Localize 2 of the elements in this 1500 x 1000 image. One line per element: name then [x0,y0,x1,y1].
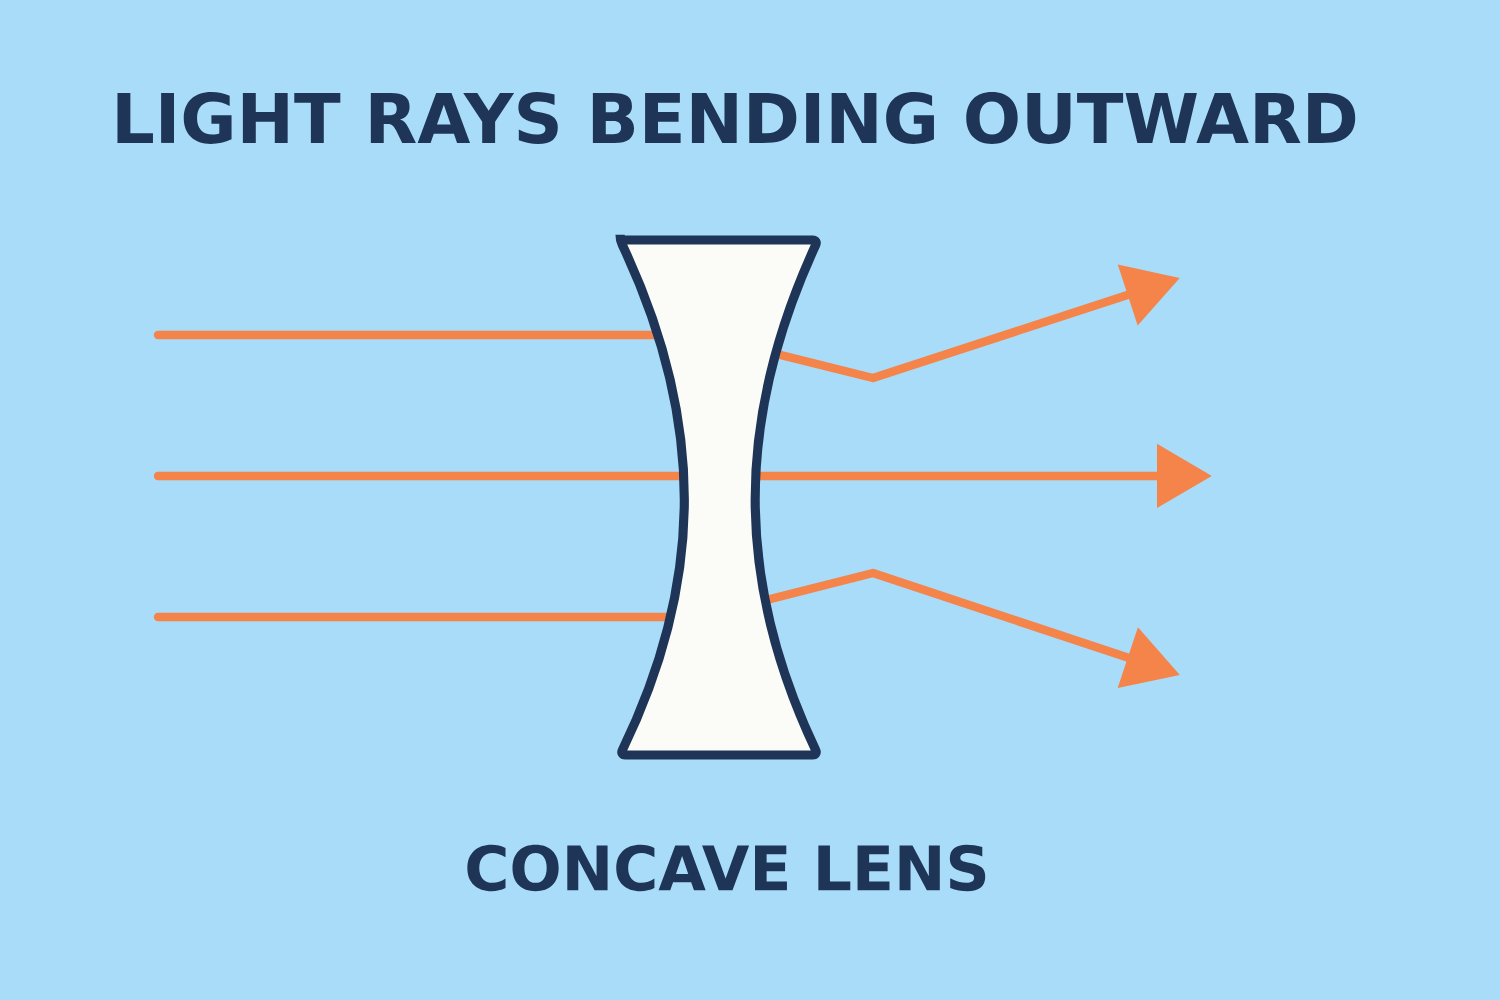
title: LIGHT RAYS BENDING OUTWARD [117,92,1356,144]
lens-label: CONCAVE LENS [467,844,986,892]
